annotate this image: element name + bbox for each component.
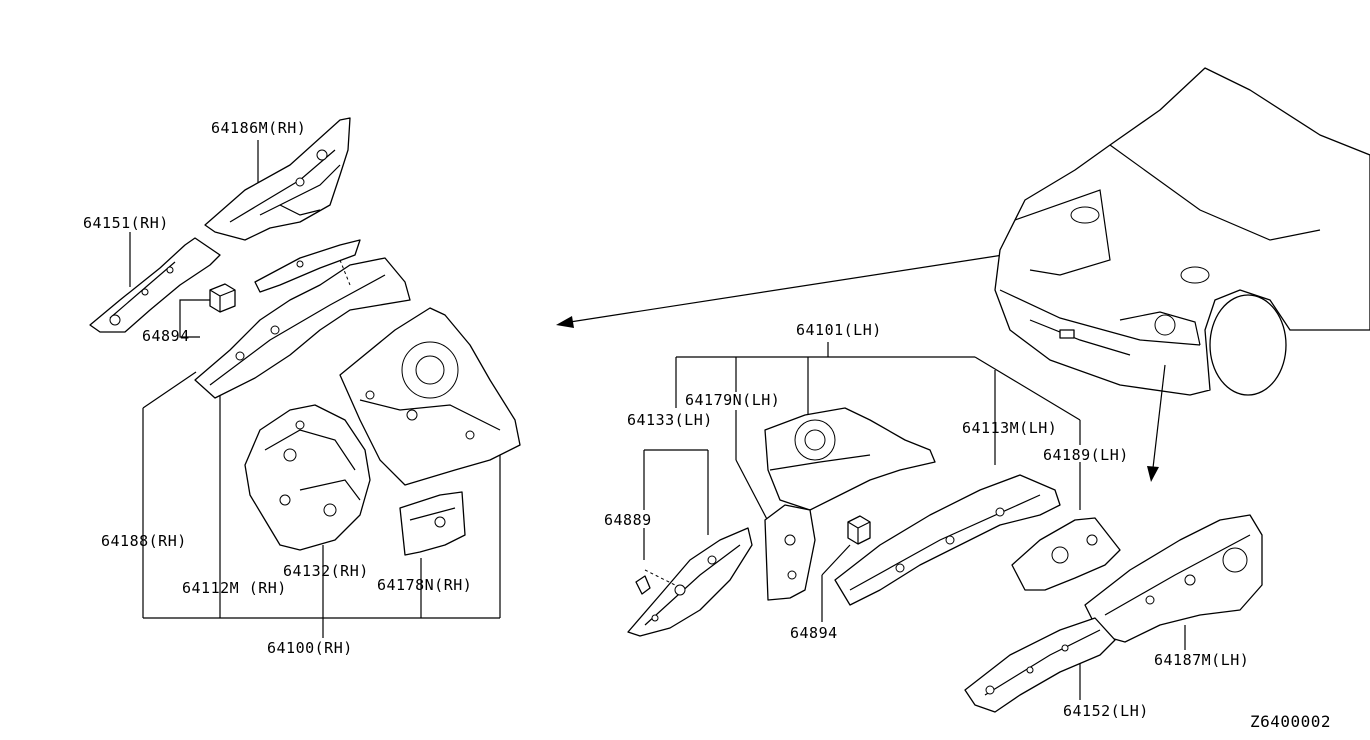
car-overview-shape bbox=[994, 67, 1370, 396]
label-64132-rh: 64132(RH) bbox=[283, 562, 369, 580]
label-64179n-lh: 64179N(LH) bbox=[685, 391, 781, 409]
lh-leader-lines bbox=[643, 342, 1186, 700]
part-64189-lh-shape bbox=[1011, 517, 1121, 591]
arrow-to-lh bbox=[1147, 364, 1166, 482]
part-64151-rh-shape bbox=[89, 237, 221, 333]
label-64894-lh: 64894 bbox=[790, 624, 838, 642]
rh-leader-lines bbox=[129, 140, 501, 638]
part-64113m-lh-shape bbox=[834, 474, 1061, 606]
label-64100-rh: 64100(RH) bbox=[267, 639, 353, 657]
part-strut-tower-lh-shape bbox=[764, 407, 936, 601]
label-64178n-rh: 64178N(RH) bbox=[377, 576, 473, 594]
part-64894-lh-shape bbox=[847, 515, 871, 545]
label-64151-rh: 64151(RH) bbox=[83, 214, 169, 232]
diagram-code: Z6400002 bbox=[1250, 712, 1332, 731]
label-64113m-lh: 64113M(LH) bbox=[962, 419, 1058, 437]
label-64152-lh: 64152(LH) bbox=[1063, 702, 1149, 720]
part-64133-lh-shape bbox=[627, 527, 753, 637]
label-64112m-rh: 64112M (RH) bbox=[182, 579, 287, 597]
part-64152-lh-shape bbox=[964, 617, 1116, 713]
part-64188-64112m-rh-shape bbox=[194, 239, 411, 399]
part-strut-tower-rh-shape bbox=[339, 307, 521, 486]
label-64189-lh: 64189(LH) bbox=[1043, 446, 1129, 464]
part-64132-rh-shape bbox=[244, 404, 371, 551]
part-64894-rh-shape bbox=[209, 283, 236, 313]
label-64101-lh: 64101(LH) bbox=[796, 321, 882, 339]
label-64889: 64889 bbox=[604, 511, 652, 529]
part-64178n-rh-shape bbox=[399, 491, 466, 556]
label-64894-rh: 64894 bbox=[142, 327, 190, 345]
arrow-to-rh bbox=[556, 254, 1004, 328]
label-64133-lh: 64133(LH) bbox=[627, 411, 713, 429]
part-64186m-rh-shape bbox=[204, 117, 351, 241]
part-64187m-lh-shape bbox=[1084, 514, 1263, 643]
label-64187m-lh: 64187M(LH) bbox=[1154, 651, 1250, 669]
label-64186m-rh: 64186M(RH) bbox=[211, 119, 307, 137]
label-64188-rh: 64188(RH) bbox=[101, 532, 187, 550]
